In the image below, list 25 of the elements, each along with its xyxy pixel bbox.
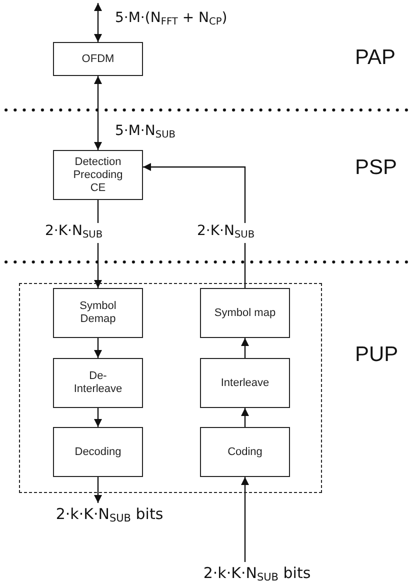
edge-label: 2·K·N$_{SUB}$ bbox=[196, 223, 256, 244]
edge-label: 2·K·N$_{SUB}$ bbox=[44, 223, 104, 244]
layer-label: PAP bbox=[355, 46, 396, 70]
process-box: Decoding bbox=[53, 427, 143, 477]
bit-count-label: 2·k·K·N$_{SUB}$ bits bbox=[27, 503, 192, 527]
layer-label: PUP bbox=[355, 343, 398, 367]
arrow bbox=[94, 408, 102, 427]
process-box: Coding bbox=[200, 427, 290, 477]
group-frame bbox=[19, 283, 322, 493]
arrow bbox=[241, 338, 249, 358]
bit-count-label: 2·k·K·N$_{SUB}$ bits bbox=[174, 562, 340, 586]
arrow bbox=[143, 163, 246, 288]
process-box: OFDM bbox=[53, 42, 143, 76]
process-box: Interleave bbox=[200, 358, 290, 408]
arrow bbox=[241, 477, 249, 562]
process-box: De- Interleave bbox=[53, 358, 143, 408]
process-box: Symbol map bbox=[200, 288, 290, 338]
arrow bbox=[241, 408, 249, 427]
layer-label: PSP bbox=[355, 156, 398, 180]
process-box: Symbol Demap bbox=[53, 288, 143, 338]
arrow bbox=[94, 338, 102, 358]
arrow bbox=[94, 477, 102, 503]
process-box: Detection Precoding CE bbox=[53, 150, 143, 200]
arrow bbox=[94, 76, 102, 150]
arrow bbox=[94, 3, 102, 42]
